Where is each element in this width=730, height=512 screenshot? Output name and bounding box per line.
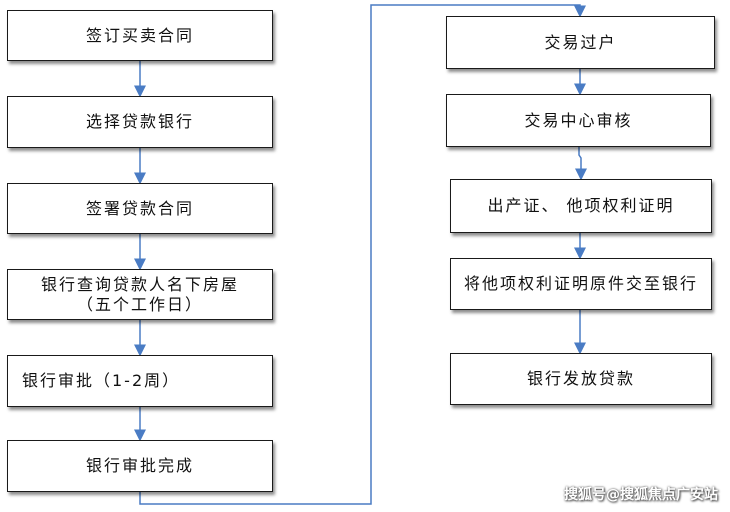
- arrow-l6-r1: [139, 4, 586, 505]
- step-label: 签订买卖合同: [85, 25, 194, 45]
- step-bank-release-loan: 银行发放贷款: [450, 353, 712, 405]
- watermark: 搜狐号@搜狐焦点广安站: [564, 487, 718, 503]
- step-label: 银行查询贷款人名下房屋（五个工作日）: [40, 274, 239, 314]
- step-bank-approval-complete: 银行审批完成: [7, 440, 273, 492]
- arrow-r2-r3: [575, 147, 587, 181]
- step-label: 选择贷款银行: [85, 112, 194, 131]
- step-label: 签署贷款合同: [85, 198, 194, 218]
- step-choose-loan-bank: 选择贷款银行: [7, 96, 273, 148]
- step-transfer-ownership: 交易过户: [446, 16, 715, 69]
- step-label: 银行发放贷款: [526, 369, 635, 388]
- step-label: 银行审批完成: [85, 456, 194, 475]
- step-sign-purchase-contract: 签订买卖合同: [7, 10, 273, 61]
- step-trading-center-review: 交易中心审核: [446, 94, 711, 147]
- step-issue-certificates: 出产证、 他项权利证明: [450, 179, 712, 233]
- step-label: 出产证、 他项权利证明: [487, 196, 675, 215]
- step-label: 将他项权利证明原件交至银行: [463, 274, 698, 293]
- step-submit-originals-to-bank: 将他项权利证明原件交至银行: [450, 258, 712, 310]
- step-bank-approval: 银行审批（1-2周）: [7, 355, 273, 407]
- step-label: 交易中心审核: [524, 110, 633, 130]
- step-bank-property-check: 银行查询贷款人名下房屋（五个工作日）: [7, 269, 273, 320]
- step-sign-loan-contract: 签署贷款合同: [7, 183, 273, 234]
- step-label: 银行审批（1-2周）: [22, 371, 181, 390]
- step-label: 交易过户: [544, 32, 617, 52]
